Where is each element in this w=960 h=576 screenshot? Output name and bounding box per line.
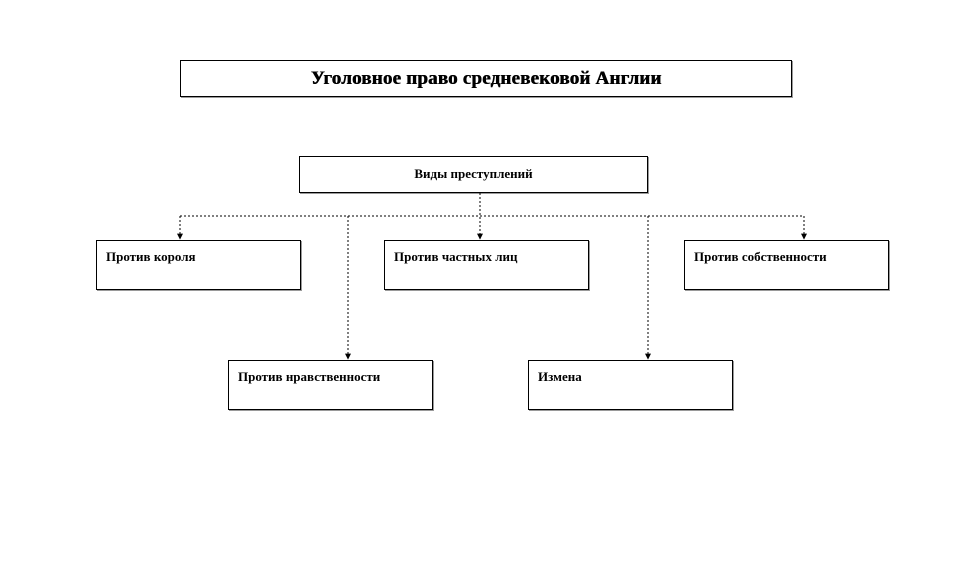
node-against-morality-label: Против нравственности xyxy=(238,369,381,384)
node-against-private-persons: Против частных лиц xyxy=(384,240,589,290)
node-against-property: Против собственности xyxy=(684,240,889,290)
crime-types-label: Виды преступлений xyxy=(414,165,533,181)
node-treason: Измена xyxy=(528,360,733,410)
node-against-morality: Против нравственности xyxy=(228,360,433,410)
node-against-private-persons-label: Против частных лиц xyxy=(394,249,518,264)
crime-types-node: Виды преступлений xyxy=(299,156,648,193)
diagram-title-text: Уголовное право средневековой Англии xyxy=(310,67,662,89)
node-treason-label: Измена xyxy=(538,369,582,384)
node-against-king-label: Против короля xyxy=(106,249,196,264)
diagram-title: Уголовное право средневековой Англии xyxy=(180,60,792,97)
node-against-property-label: Против собственности xyxy=(694,249,827,264)
node-against-king: Против короля xyxy=(96,240,301,290)
